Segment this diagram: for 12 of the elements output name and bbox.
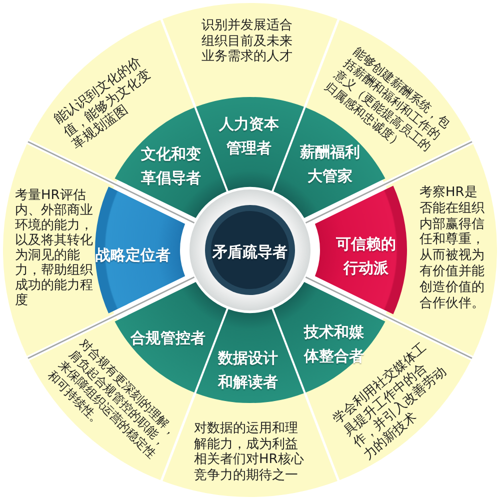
center-label: 矛盾疏导者 bbox=[211, 242, 288, 262]
role-label: 文化和变革倡导者 bbox=[140, 144, 202, 189]
role-label: 数据设计和解读者 bbox=[216, 348, 279, 393]
description-text: 考察HR是否能在组织内部赢得信任和尊重，从而被视为有价值并能创造价值的合作伙伴。 bbox=[420, 184, 486, 312]
role-label: 战略定位者 bbox=[94, 245, 172, 266]
role-label: 薪酬福利大管家 bbox=[299, 142, 361, 187]
role-label: 合规管控者 bbox=[129, 328, 206, 349]
role-label: 可信赖的行动派 bbox=[335, 234, 397, 279]
description-text: 考量HR评估内、外部商业环境的能力，以及将其转化为洞见的能力，帮助组织成功的能力程度 bbox=[15, 188, 94, 308]
role-label: 人力资本管理者 bbox=[218, 114, 280, 159]
description-text: 对数据的运用和理解能力，成为利益相关者们对HR核心竞争力的期待之一 bbox=[194, 421, 305, 483]
description-text: 识别并发展适合组织目前及未来业务需求的人才 bbox=[202, 18, 294, 64]
